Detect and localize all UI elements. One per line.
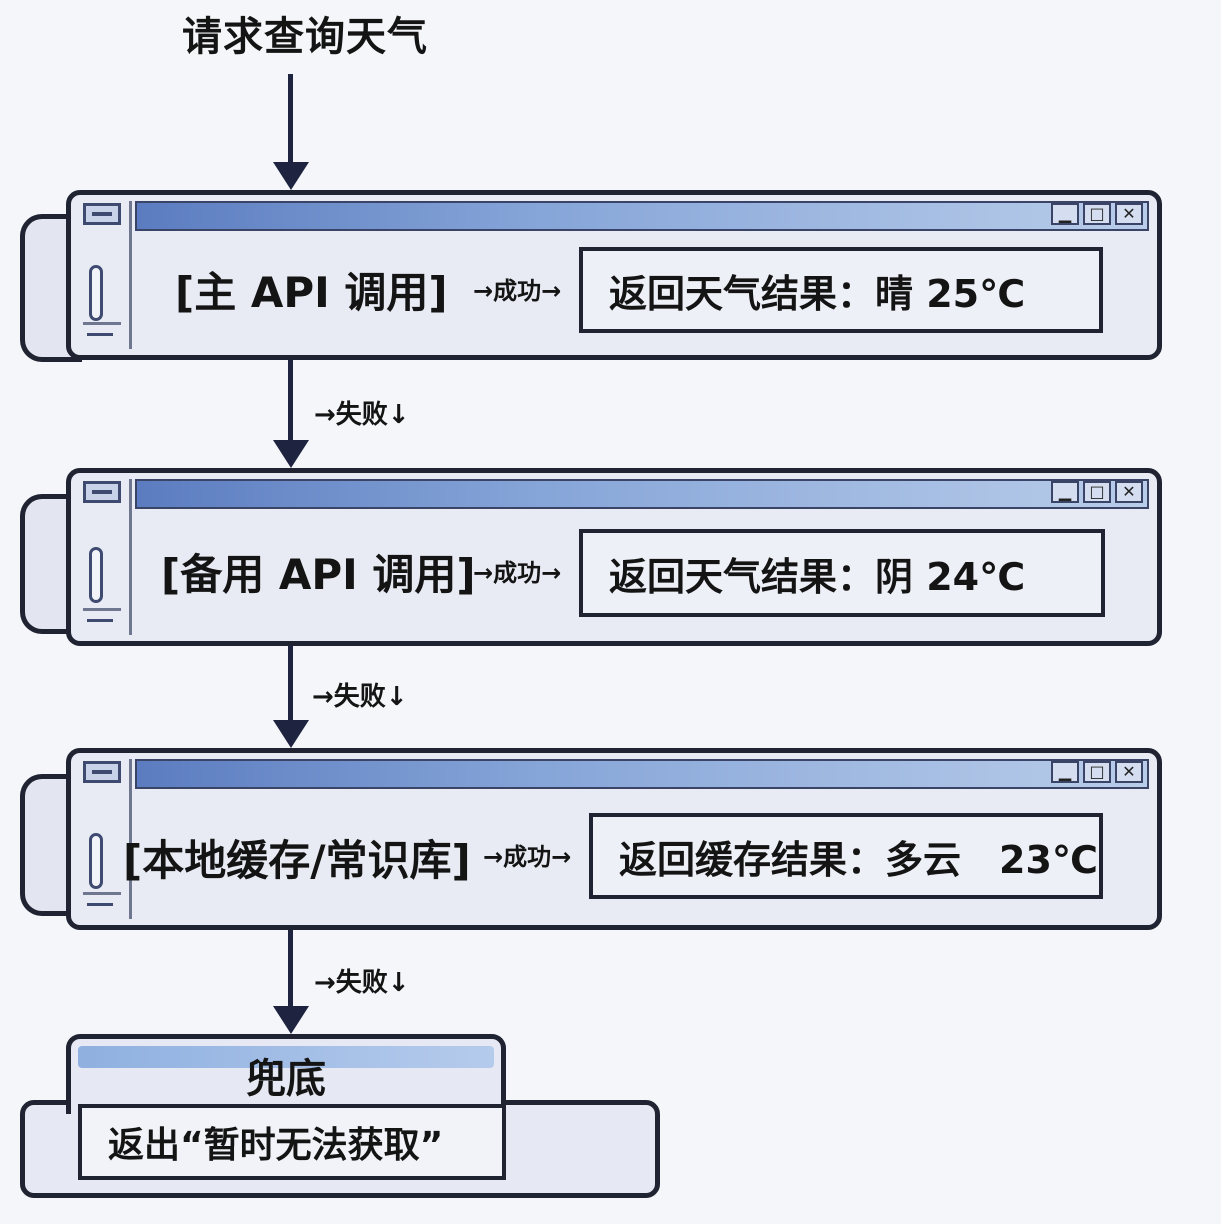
resize-icon	[83, 608, 121, 633]
scroll-handle-icon[interactable]	[89, 833, 103, 889]
success-arrow-label: →成功→	[473, 559, 562, 587]
window-titlebar[interactable]	[135, 759, 1149, 789]
close-button[interactable]: ✕	[1115, 761, 1143, 783]
success-arrow-label: →成功→	[473, 277, 562, 305]
fail-connector-1	[288, 360, 293, 442]
fallback-title: 兜底	[246, 1056, 326, 1102]
minimize-button[interactable]: ▁	[1051, 761, 1079, 783]
fallback-result-box: 返出“暂时无法获取”	[78, 1104, 506, 1180]
fail-label-3: →失败↓	[314, 968, 410, 998]
step-window-backup-api: ▁ □ ✕ [备用 API 调用] →成功→ 返回天气结果：阴 24℃	[66, 468, 1162, 646]
minimize-button[interactable]: ▁	[1051, 481, 1079, 503]
fail-label-2: →失败↓	[312, 682, 408, 712]
scroll-handle-icon[interactable]	[89, 547, 103, 603]
fallback-titlebar	[78, 1046, 494, 1068]
close-button[interactable]: ✕	[1115, 481, 1143, 503]
fail-arrowhead-2	[273, 720, 309, 748]
resize-icon	[83, 892, 121, 917]
window-titlebar[interactable]	[135, 479, 1149, 509]
success-arrow-label: →成功→	[483, 843, 572, 871]
close-button[interactable]: ✕	[1115, 203, 1143, 225]
window-controls: ▁ □ ✕	[1051, 203, 1143, 225]
app-icon	[83, 481, 121, 503]
window-sidebar	[77, 759, 132, 919]
fail-connector-3	[288, 930, 293, 1010]
app-icon	[83, 203, 121, 225]
window-controls: ▁ □ ✕	[1051, 481, 1143, 503]
result-box: 返回天气结果：晴 25℃	[579, 247, 1103, 333]
start-arrowhead	[273, 162, 309, 190]
fail-arrowhead-1	[273, 440, 309, 468]
start-connector-dashed	[288, 74, 293, 132]
fail-connector-2	[288, 646, 293, 724]
minimize-button[interactable]: ▁	[1051, 203, 1079, 225]
fail-arrowhead-3	[273, 1006, 309, 1034]
step-label: [本地缓存/常识库]	[123, 836, 471, 885]
maximize-button[interactable]: □	[1083, 481, 1111, 503]
resize-icon	[83, 322, 121, 347]
result-box: 返回天气结果：阴 24℃	[579, 529, 1105, 617]
step-window-local-cache: ▁ □ ✕ [本地缓存/常识库] →成功→ 返回缓存结果：多云 23℃	[66, 748, 1162, 930]
step-label: [备用 API 调用]	[161, 550, 476, 599]
maximize-button[interactable]: □	[1083, 203, 1111, 225]
start-label: 请求查询天气	[182, 14, 428, 60]
window-controls: ▁ □ ✕	[1051, 761, 1143, 783]
app-icon	[83, 761, 121, 783]
step-window-primary-api: ▁ □ ✕ [主 API 调用] →成功→ 返回天气结果：晴 25℃	[66, 190, 1162, 360]
scroll-handle-icon[interactable]	[89, 265, 103, 321]
window-sidebar	[77, 479, 132, 635]
result-box: 返回缓存结果：多云 23℃	[589, 813, 1103, 899]
window-sidebar	[77, 201, 132, 349]
maximize-button[interactable]: □	[1083, 761, 1111, 783]
step-label: [主 API 调用]	[175, 268, 448, 317]
window-titlebar[interactable]	[135, 201, 1149, 231]
fail-label-1: →失败↓	[314, 400, 410, 430]
start-connector	[288, 132, 293, 164]
